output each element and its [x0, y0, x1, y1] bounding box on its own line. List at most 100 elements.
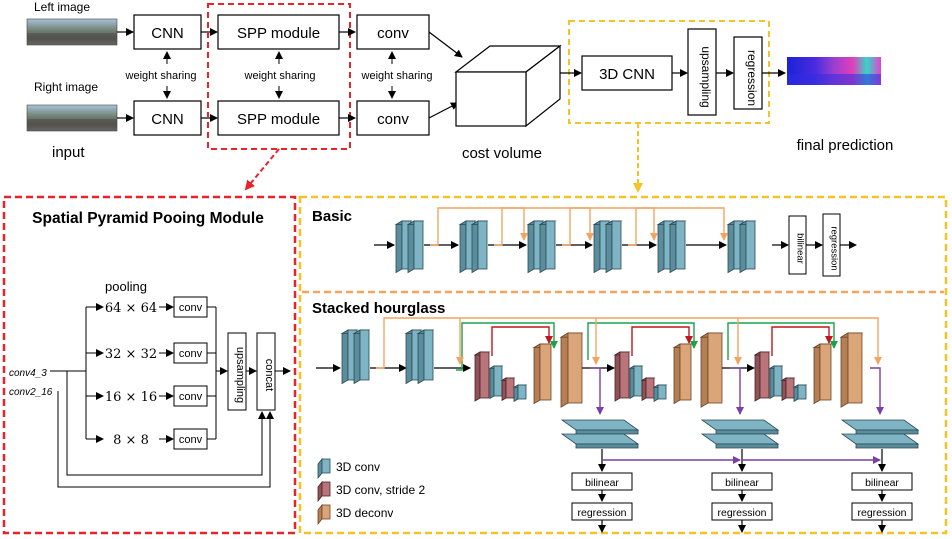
basic-conv-pair-2-a	[458, 220, 477, 274]
legend-swatch-3d-conv-stride-side	[317, 480, 323, 503]
hg-conv-pair-1-a-side	[341, 329, 349, 385]
output-head-2-regression-label: regression	[717, 507, 766, 519]
legend-label-3d-conv: 3D conv	[336, 460, 380, 474]
hourglass-1-deconv-2	[559, 332, 584, 408]
hourglass-title: Stacked hourglass	[312, 300, 445, 317]
hourglass-1-purple-out	[590, 367, 604, 415]
hourglass-3-stride-2-side	[781, 377, 787, 402]
3dcnn-box	[581, 55, 673, 91]
hourglass-1-stride-1-side	[474, 351, 481, 402]
hourglass-3-stride-1-side	[754, 351, 761, 402]
hourglass-1-conv-2-front	[517, 384, 527, 400]
basic-conv-pair-3-b-side	[539, 220, 547, 274]
hourglass-1-red-skip	[491, 326, 553, 356]
output-head-1-regression-label: regression	[577, 507, 626, 519]
output-head-2-plate-top-2	[700, 433, 780, 445]
basic-conv-pair-6-b	[738, 220, 757, 274]
upsampling-label: upsampling	[699, 46, 713, 107]
cnn-label-bottom: CNN	[151, 111, 184, 128]
cost-volume-cube	[454, 44, 562, 128]
3dcnn-detail-frame	[298, 195, 948, 535]
hourglass-2-conv-2	[652, 384, 668, 403]
basic-bilinear-label: bilinear	[795, 233, 806, 264]
arrow-conv-to-cost-top	[428, 31, 463, 58]
hg-conv-pair-1-b-front	[359, 329, 370, 381]
basic-conv-pair-4-b-side	[605, 220, 613, 274]
output-head-3-bilinear-label: bilinear	[865, 477, 899, 489]
hourglass-2-conv-1-side	[629, 365, 635, 400]
cnn-box-bottom	[133, 100, 202, 136]
basic-conv-stack	[394, 207, 757, 274]
hourglass-3-stride-2	[780, 377, 796, 402]
regression-box-top	[733, 36, 763, 110]
output-head-3-plate-top-2	[840, 433, 920, 445]
pool-size-32: 32 × 32	[105, 347, 157, 362]
hourglass-1-stride-2-front	[505, 377, 515, 399]
hourglass-3-deconv-2-front	[847, 332, 863, 404]
hourglass-2-deconv-2-side	[700, 332, 709, 408]
right-image-road	[27, 119, 117, 131]
basic-conv-pair-5-b	[668, 220, 687, 274]
hourglass-3-deconv-1	[812, 343, 833, 405]
basic-conv-pair-2-b-side	[471, 220, 479, 274]
hourglass-layer-stack	[340, 317, 884, 415]
hourglass-3-stride-1	[753, 351, 771, 402]
hourglass-3-conv-1-front	[773, 365, 783, 397]
hourglass-1-deconv-1-side	[533, 343, 541, 405]
basic-skip-2	[494, 207, 594, 246]
output-head-1-bilinear-label: bilinear	[585, 477, 619, 489]
basic-skip-1	[430, 207, 528, 246]
hourglass-1-stride-1-front	[479, 351, 490, 399]
hourglass-2-deconv-2	[699, 332, 724, 408]
hourglass-3-deconv-1-front	[819, 343, 832, 401]
basic-conv-pair-3-b	[538, 220, 557, 274]
hourglass-2-purple-out	[730, 367, 744, 415]
orange-skip-1	[376, 317, 464, 369]
spp-conv-label-2: conv	[179, 348, 203, 360]
skip-conv2-16-to-concat	[57, 391, 274, 488]
basic-conv-pair-2-b	[470, 220, 489, 274]
3dcnn-label: 3D CNN	[599, 66, 655, 83]
skip-conv4-3-to-concat	[66, 371, 266, 476]
legend: 3D conv 3D conv, stride 2 3D deconv	[317, 457, 425, 526]
legend-swatch-3d-conv-side	[317, 457, 323, 480]
conv-label-top: conv	[377, 25, 409, 42]
basic-conv-pair-5-a-side	[657, 220, 665, 274]
hourglass-3-deconv-2	[839, 332, 864, 408]
basic-conv-pair-1-b-side	[407, 220, 415, 274]
right-image-label: Right image	[34, 80, 98, 94]
hg-conv-pair-2-b-front	[423, 329, 434, 381]
upsampling-box	[687, 28, 717, 116]
hourglass-2-stride-2	[640, 377, 656, 402]
pool-size-16: 16 × 16	[105, 390, 157, 405]
spp-highlight-box	[207, 3, 351, 150]
final-prediction-ground	[787, 74, 881, 85]
left-image-road	[27, 33, 117, 45]
basic-conv-pair-3-b-front	[545, 220, 556, 270]
hourglass-1-deconv-2-side	[560, 332, 569, 408]
green-skip-3	[727, 322, 838, 360]
spp-conv-label-1: conv	[179, 302, 203, 314]
hourglass-1-conv-1-side	[489, 365, 495, 400]
basic-conv-pair-6-a	[726, 220, 745, 274]
basic-title: Basic	[312, 208, 352, 225]
spp-upsampling-label: upsampling	[234, 347, 246, 403]
hourglass-3-conv-2-front	[797, 384, 807, 400]
basic-conv-pair-1-b-front	[413, 220, 424, 270]
output-head-2-bilinear-label: bilinear	[725, 477, 759, 489]
spp-label-top: SPP module	[237, 25, 320, 42]
hourglass-1-conv-2	[512, 384, 528, 403]
hourglass-3-stride-1-front	[759, 351, 770, 399]
legend-label-3d-conv-stride: 3D conv, stride 2	[336, 483, 425, 497]
output-head-1-plate-front-2	[575, 443, 639, 449]
hourglass-2-conv-2-front	[657, 384, 667, 400]
spp-box-bottom	[217, 100, 340, 136]
basic-conv-pair-6-b-front	[745, 220, 756, 270]
basic-conv-pair-5-b-side	[669, 220, 677, 274]
output-head-3-plate-top-1	[840, 419, 920, 431]
hourglass-3-conv-2	[792, 384, 808, 403]
3dcnn-highlight-box	[568, 20, 770, 124]
green-skip-1	[456, 322, 558, 371]
conv-label-bottom: conv	[377, 111, 409, 128]
